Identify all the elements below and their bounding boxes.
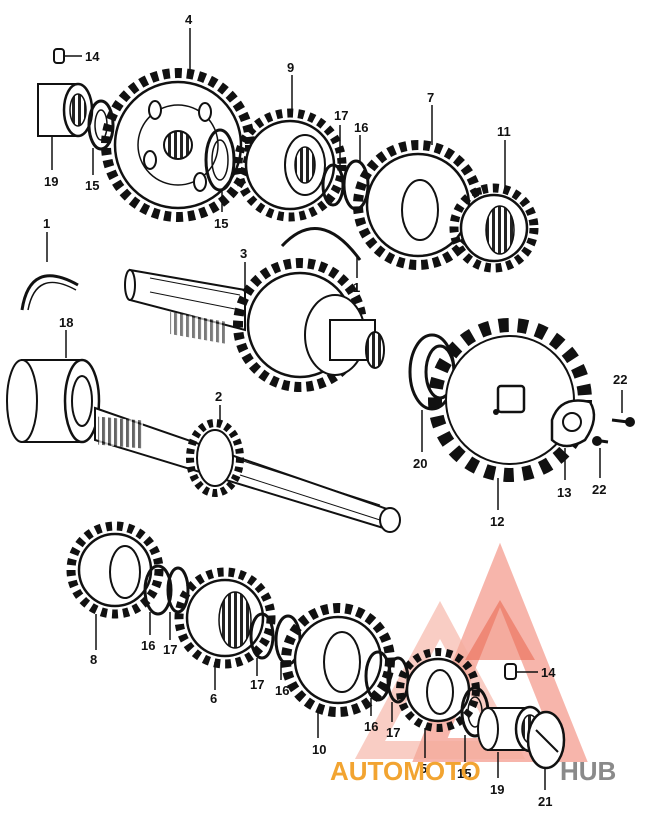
gear-part-9 xyxy=(233,75,347,222)
washer-part-16d xyxy=(364,650,392,716)
pin-part-14b xyxy=(504,663,538,680)
callout-17-bottom-c: 17 xyxy=(386,725,400,740)
watermark-text-automoto: AUTOMOTO xyxy=(330,756,481,786)
callout-2: 2 xyxy=(215,389,222,404)
cap-part-21 xyxy=(526,710,566,790)
gear-part-6 xyxy=(174,567,276,690)
callout-15-top-mid: 15 xyxy=(214,216,228,231)
callout-17-bottom-a: 17 xyxy=(163,642,177,657)
callout-22-top: 22 xyxy=(613,372,627,387)
callout-5: 5 xyxy=(420,761,427,776)
callout-1-right: 1 xyxy=(353,280,360,295)
callout-9: 9 xyxy=(287,60,294,75)
callout-19-bottom: 19 xyxy=(490,782,504,797)
callout-13: 13 xyxy=(557,485,571,500)
callout-20: 20 xyxy=(413,456,427,471)
gear-part-5 xyxy=(396,648,480,758)
shaft-part-2 xyxy=(94,405,401,533)
callout-16-top: 16 xyxy=(354,120,368,135)
callout-12: 12 xyxy=(490,514,504,529)
washer-part-16b xyxy=(143,564,173,635)
callout-10: 10 xyxy=(312,742,326,757)
oil-seal-part-20 xyxy=(408,333,456,452)
lock-plate-part-13 xyxy=(550,399,596,480)
callout-22-bottom: 22 xyxy=(592,482,606,497)
callout-15-bottom: 15 xyxy=(457,766,471,781)
needle-bearing-part-19 xyxy=(37,82,94,170)
callout-3: 3 xyxy=(240,246,247,261)
callout-18: 18 xyxy=(59,315,73,330)
callout-6: 6 xyxy=(210,691,217,706)
watermark-text: AUTOMOTO HUB xyxy=(330,756,616,786)
callout-19-top: 19 xyxy=(44,174,58,189)
callout-4: 4 xyxy=(185,12,193,27)
circlip-part-1 xyxy=(20,232,79,311)
callout-1-left: 1 xyxy=(43,216,50,231)
callout-14-bottom: 14 xyxy=(541,665,556,680)
bolt-part-22b xyxy=(592,436,609,478)
gear-part-8 xyxy=(66,521,164,650)
watermark-text-hub: HUB xyxy=(560,756,616,786)
callout-21: 21 xyxy=(538,794,552,809)
callout-16-bottom-c: 16 xyxy=(364,719,378,734)
circlip-part-17b xyxy=(166,566,190,640)
circlip-part-17c xyxy=(249,612,275,676)
gear-part-4 xyxy=(101,28,255,222)
callout-16-bottom-a: 16 xyxy=(141,638,155,653)
bolt-part-22a xyxy=(611,390,635,427)
callout-16-bottom-b: 16 xyxy=(275,683,289,698)
gear-part-11 xyxy=(449,140,539,273)
callout-15-top-left: 15 xyxy=(85,178,99,193)
ball-bearing-part-18 xyxy=(6,330,101,444)
shaft-part-3 xyxy=(124,258,385,392)
callout-11: 11 xyxy=(497,124,511,139)
callout-7: 7 xyxy=(427,90,434,105)
gear-part-10 xyxy=(281,603,395,738)
circlip-part-1b xyxy=(280,227,362,278)
callout-17-top: 17 xyxy=(334,108,348,123)
callout-17-bottom-b: 17 xyxy=(250,677,264,692)
callout-14-top: 14 xyxy=(85,49,100,64)
callout-8: 8 xyxy=(90,652,97,667)
pin-part-14 xyxy=(53,48,82,64)
